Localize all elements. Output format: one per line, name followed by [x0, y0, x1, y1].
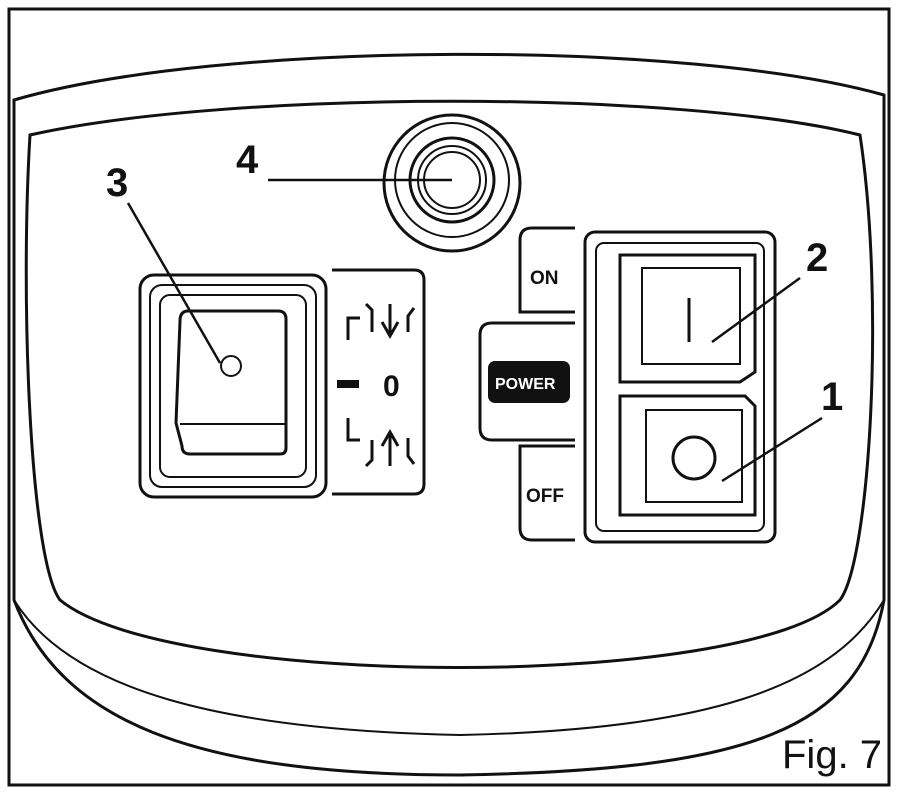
leader-line-2 [711, 276, 801, 344]
callout-1: 1 [821, 375, 843, 419]
callout-4: 4 [236, 138, 259, 182]
on-label: ON [530, 268, 559, 289]
power-label-bracket: ON OFF POWER [478, 226, 575, 542]
housing-inner-outline [24, 99, 875, 669]
direction-legend: 0 [332, 268, 426, 496]
power-switch[interactable] [583, 230, 777, 544]
direction-switch[interactable] [138, 273, 328, 499]
forward-icon [346, 302, 416, 340]
callout-3: 3 [106, 161, 128, 205]
reset-button[interactable] [382, 113, 522, 253]
on-button[interactable] [618, 253, 757, 384]
switch-indicator-dot [220, 355, 242, 377]
housing-lower-curve [13, 599, 885, 737]
off-button[interactable] [618, 394, 757, 517]
off-symbol-icon [671, 435, 717, 481]
leader-line-3 [126, 202, 222, 364]
reverse-icon [346, 418, 416, 468]
power-label: POWER [495, 376, 556, 393]
power-badge [488, 361, 570, 403]
figure-caption: Fig. 7 [782, 733, 882, 777]
off-label: OFF [526, 486, 564, 507]
stop-dash-icon [337, 380, 359, 388]
stop-label: 0 [383, 370, 400, 403]
callout-2: 2 [806, 236, 828, 280]
leader-line-1 [721, 416, 823, 483]
housing-outline [12, 52, 886, 777]
callout-leaders [126, 178, 823, 483]
